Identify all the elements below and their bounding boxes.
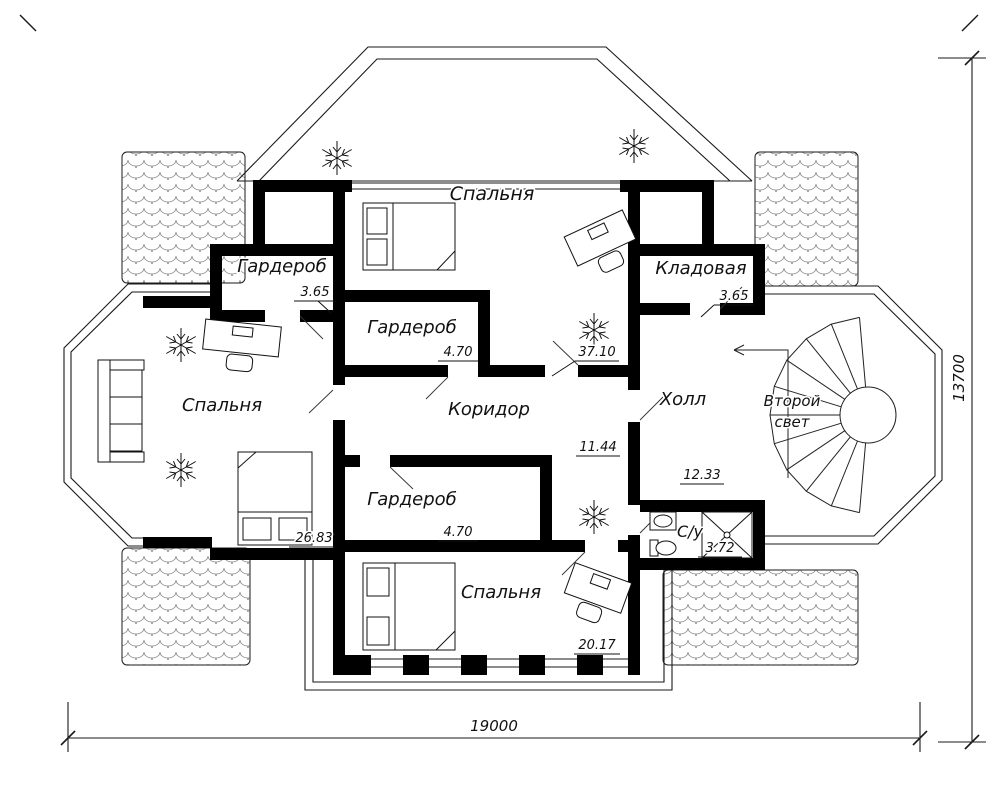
roof-outline [63,46,943,691]
room-area-bedroom-top: 37.10 [578,345,615,360]
room-label-bedroom-bottom: Спальня [461,582,541,603]
room-label-bathroom: С/у [677,522,704,541]
room-area-storage: 3.65 [720,289,749,304]
sofa-icon [97,359,145,463]
bed-icon [362,202,456,271]
bay-window-right-outer [755,285,943,545]
room-area-corridor: 11.44 [579,440,616,455]
door-leaf [389,466,414,490]
desk-icon [563,209,637,273]
bay-window-left-outer [63,283,212,547]
roof-hatch-top-left [121,151,246,284]
room-label-second-light-2: свет [774,413,810,431]
room-label-hall: Холл [659,389,706,410]
dimensions-layer: 19000 13700 [19,14,986,752]
roof-hatch-bottom-right [662,569,859,666]
room-label-wardrobe-mid: Гардероб [367,317,457,338]
roof-ridge-outer [236,46,753,182]
sheet-corner-marks [19,14,979,32]
room-area-wardrobe-bottom: 4.70 [444,525,473,540]
door-leaf [308,389,334,414]
labels-layer: Спальня 37.10 Гардероб 3.65 Гардероб 4.7… [180,182,822,655]
snowflake-icon [617,129,650,163]
room-area-hall: 12.33 [683,468,720,483]
room-label-second-light-1: Второй [764,392,821,410]
stair-direction-arrow [733,344,789,478]
furniture-layer [97,202,753,651]
snowflake-icon [164,453,197,487]
room-area-bathroom: 3.72 [706,541,735,556]
door-leaf [299,315,324,340]
dimension-right [938,50,986,750]
toilet-icon [649,539,677,557]
bay-window-right-inner [755,293,936,537]
stairs-well [839,386,897,444]
room-area-wardrobe-top: 3.65 [301,285,330,300]
dimension-bottom [60,702,928,752]
snowflake-icon [320,141,353,175]
snowflake-icon [577,500,610,534]
desk-icon [202,318,282,373]
bed-icon [237,451,313,546]
door-leaf [425,376,449,400]
room-area-bedroom-left: 26.83 [295,531,332,546]
door-leaf [561,551,586,576]
roof-hatch-top-right [754,151,859,287]
desk-icon [563,562,633,624]
room-label-bedroom-top: Спальня [450,183,535,205]
room-label-bedroom-left: Спальня [182,395,262,416]
door-leaf [552,340,579,366]
snowflake-icon [164,328,197,362]
roof-hatch-bottom-left [121,547,251,666]
room-area-wardrobe-mid: 4.70 [444,345,473,360]
sink-icon [649,511,677,531]
area-leaders [289,300,754,655]
roof-hatch [121,151,859,666]
bottom-bay-inner [312,558,665,683]
room-label-wardrobe-bottom: Гардероб [367,489,457,510]
bottom-bay-outer [304,558,673,691]
roof-ridge-inner [258,58,731,182]
shower-icon [701,511,753,559]
dimension-height-value: 13700 [950,354,968,402]
bed-icon [362,562,456,651]
room-area-bedroom-bottom: 20.17 [578,638,616,653]
room-label-corridor: Коридор [448,399,530,420]
stairs [733,316,897,514]
walls-layer [143,180,765,675]
door-leaf [639,396,664,421]
dimension-width-value: 19000 [470,717,518,735]
room-label-wardrobe-top: Гардероб [237,256,327,277]
snowflake-icon [577,313,610,347]
room-label-storage: Кладовая [655,258,746,279]
